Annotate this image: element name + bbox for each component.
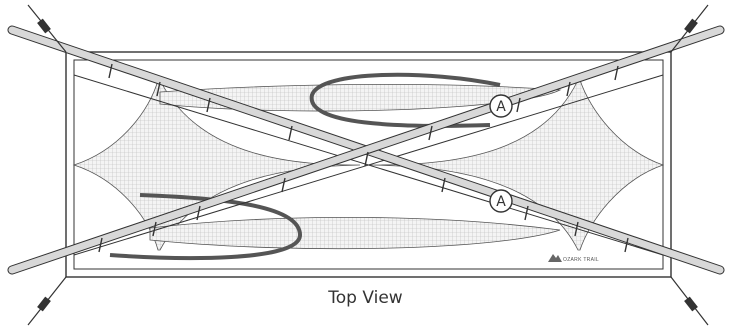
pole-2	[7, 25, 725, 275]
guylines	[27, 4, 709, 326]
rainfly-outline	[65, 51, 672, 278]
brand-logo: OZARK TRAIL	[548, 254, 599, 263]
svg-text:A: A	[496, 99, 506, 115]
door-zipper-top	[309, 72, 501, 128]
svg-text:OZARK TRAIL: OZARK TRAIL	[563, 257, 599, 263]
seam-line-2	[73, 74, 664, 256]
tent-floor-outline	[73, 59, 664, 270]
pole-marker-a-2: A	[489, 189, 513, 213]
mountain-icon	[548, 254, 562, 262]
mesh-window-top	[159, 83, 562, 112]
pole-marker-a-1: A	[489, 94, 513, 118]
diagram-caption: Top View	[328, 288, 403, 308]
pole-clips	[98, 63, 629, 253]
svg-text:A: A	[496, 194, 506, 210]
mesh-window-bottom	[149, 216, 561, 250]
